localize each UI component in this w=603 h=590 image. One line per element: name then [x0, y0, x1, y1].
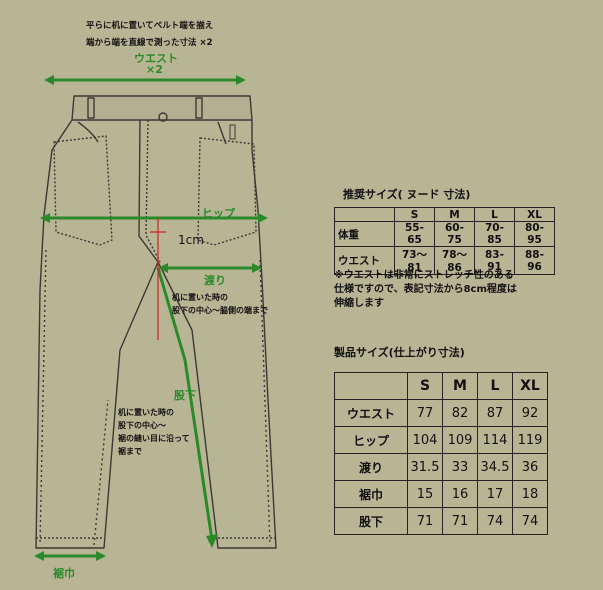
nude-header-s: S [394, 207, 435, 222]
product-size-table: S M L XL ウエスト 77 82 87 92 ヒップ 104 109 11… [334, 372, 548, 535]
nude-header-xl: XL [514, 207, 555, 222]
row-label: 体重 [334, 221, 395, 247]
right-pocket [197, 137, 257, 246]
table-cell: 18 [512, 480, 548, 508]
table-cell: 15 [407, 480, 443, 508]
product-header-m: M [442, 372, 478, 400]
table-cell: 73～81 [394, 246, 435, 275]
table-cell: 31.5 [407, 453, 443, 481]
table-cell: 33 [442, 453, 478, 481]
table-cell: 104 [407, 426, 443, 454]
table-cell: 82 [442, 399, 478, 427]
waist-button [158, 112, 168, 122]
nude-table-title: 推奨サイズ( ヌード 寸法) [343, 188, 471, 201]
table-cell: 114 [477, 426, 513, 454]
table-row: 渡り 31.5 33 34.5 36 [334, 453, 548, 481]
rise-label: 渡り [204, 274, 226, 287]
product-header-s: S [407, 372, 443, 400]
table-row: 体重 55-65 60-75 70-85 80-95 [334, 221, 555, 247]
waistband [71, 95, 253, 121]
product-header-0 [334, 372, 408, 400]
product-header-l: L [477, 372, 513, 400]
nude-header-l: L [474, 207, 515, 222]
table-cell: 71 [442, 507, 478, 535]
nude-header-m: M [434, 207, 475, 222]
hem-label: 裾巾 [53, 567, 75, 580]
row-label: ウエスト [334, 399, 408, 427]
table-cell: 87 [477, 399, 513, 427]
inseam-label: 股下 [174, 389, 196, 402]
inseam-line [156, 267, 214, 541]
table-row: ヒップ 104 109 114 119 [334, 426, 548, 454]
table-cell: 70-85 [474, 221, 515, 247]
table-cell: 55-65 [394, 221, 435, 247]
table-cell: 71 [407, 507, 443, 535]
table-cell: 60-75 [434, 221, 475, 247]
table-row: ウエスト 77 82 87 92 [334, 399, 548, 427]
table-cell: 74 [477, 507, 513, 535]
table-row: ウエスト 73～81 78～86 83-91 88-96 [334, 246, 555, 275]
pants-diagram [34, 75, 277, 561]
row-label: 渡り [334, 453, 408, 481]
waist-label: ウエスト [134, 52, 178, 65]
table-cell: 83-91 [474, 246, 515, 275]
row-label: ヒップ [334, 426, 408, 454]
row-label: 裾巾 [334, 480, 408, 508]
stretch-note: ※ウエストは非常にストレッチ性のある 仕様ですので、表記寸法から8cm程度は 伸… [334, 270, 517, 309]
table-cell: 16 [442, 480, 478, 508]
table-cell: 88-96 [514, 246, 555, 275]
table-row: 裾巾 15 16 17 18 [334, 480, 548, 508]
hip-label: ヒップ [202, 207, 235, 220]
offset-label: 1cm [178, 233, 204, 247]
top-note: 平らに机に置いてベルト端を揃え 端から端を直線で測った寸法 ×2 [86, 21, 214, 48]
rise-note: 机に置いた時の 股下の中心～脇側の端まで [172, 293, 268, 315]
table-cell: 74 [512, 507, 548, 535]
table-row: 股下 71 71 74 74 [334, 507, 548, 535]
product-table-title: 製品サイズ(仕上がり寸法) [334, 346, 465, 359]
left-pocket [53, 135, 113, 246]
pants-outline [35, 119, 277, 549]
row-label: 股下 [334, 507, 408, 535]
nude-size-table: S M L XL 体重 55-65 60-75 70-85 80-95 ウエスト… [334, 207, 555, 275]
product-header-xl: XL [512, 372, 548, 400]
table-cell: 109 [442, 426, 478, 454]
row-label: ウエスト [334, 246, 395, 275]
table-cell: 77 [407, 399, 443, 427]
nude-header-0 [334, 207, 395, 222]
table-cell: 92 [512, 399, 548, 427]
inseam-note: 机に置いた時の 股下の中心～ 裾の縫い目に沿って 裾まで [118, 408, 190, 456]
table-cell: 36 [512, 453, 548, 481]
table-cell: 17 [477, 480, 513, 508]
table-cell: 34.5 [477, 453, 513, 481]
table-cell: 80-95 [514, 221, 555, 247]
waist-x2-label: ×2 [146, 63, 163, 76]
table-cell: 119 [512, 426, 548, 454]
